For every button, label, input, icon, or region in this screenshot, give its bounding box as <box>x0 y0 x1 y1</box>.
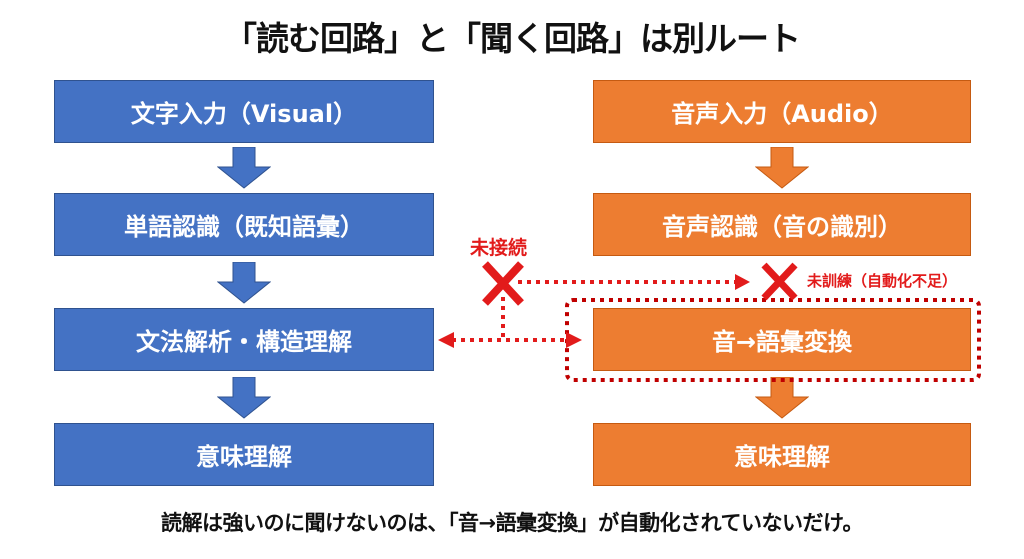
listening-step-sound-to-vocab: 音→語彙変換 <box>593 308 971 371</box>
cross-icon <box>761 262 798 301</box>
reading-step-meaning: 意味理解 <box>54 423 434 486</box>
dotted-highlight-border <box>565 298 981 382</box>
cross-icon <box>482 261 524 306</box>
step-label: 音声入力（Audio） <box>671 100 893 128</box>
unconnected-label: 未接続 <box>470 237 528 259</box>
reading-step-word-recognition: 単語認識（既知語彙） <box>54 193 434 256</box>
step-label: 文法解析・構造理解 <box>136 328 352 356</box>
listening-step-audio-input: 音声入力（Audio） <box>593 80 971 143</box>
down-arrow-icon <box>217 147 271 189</box>
page-title: 「読む回路」と「聞く回路」は別ルート <box>224 19 801 58</box>
step-label: 単語認識（既知語彙） <box>124 213 364 241</box>
reading-step-visual-input: 文字入力（Visual） <box>54 80 434 143</box>
step-label: 意味理解 <box>734 443 830 471</box>
footer-caption: 読解は強いのに聞けないのは、「音→語彙変換」が自動化されていないだけ。 <box>161 511 863 535</box>
step-label: 音声認識（音の識別） <box>662 213 902 241</box>
down-arrow-icon <box>217 377 271 419</box>
arrowhead-right-icon <box>735 274 750 290</box>
down-arrow-icon <box>755 147 809 189</box>
down-arrow-icon <box>217 262 271 304</box>
listening-step-meaning: 意味理解 <box>593 423 971 486</box>
listening-step-sound-recognition: 音声認識（音の識別） <box>593 193 971 256</box>
arrowhead-right-icon <box>566 332 582 348</box>
reading-step-grammar-analysis: 文法解析・構造理解 <box>54 308 434 371</box>
step-label: 意味理解 <box>196 443 292 471</box>
untrained-label: 未訓練（自動化不足） <box>807 272 958 290</box>
arrowhead-left-icon <box>438 332 454 348</box>
step-label: 音→語彙変換 <box>711 328 853 356</box>
step-label: 文字入力（Visual） <box>130 100 358 128</box>
